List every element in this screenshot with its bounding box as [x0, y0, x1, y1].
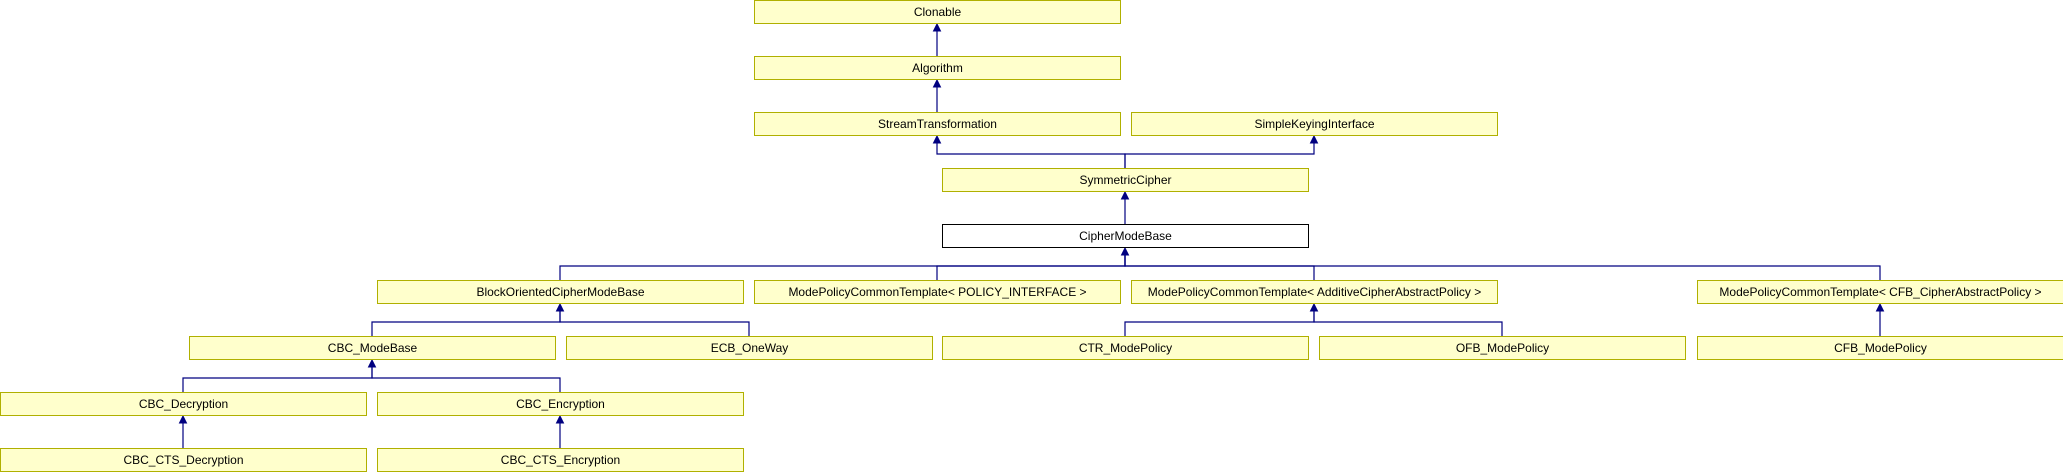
class-node-cbc-decryption[interactable]: CBC_Decryption: [0, 392, 367, 416]
class-node-label: SimpleKeyingInterface: [1254, 117, 1374, 131]
arrowhead-simple-keying-interface: [1309, 134, 1319, 144]
class-node-ctr-mode-policy[interactable]: CTR_ModePolicy: [942, 336, 1309, 360]
inheritance-edge-cbc-encryption-to-cbc-mode-base: [371, 365, 561, 392]
class-node-cbc-cts-encryption[interactable]: CBC_CTS_Encryption: [377, 448, 744, 472]
class-node-label: SymmetricCipher: [1079, 173, 1171, 187]
class-node-mode-policy-policy-interface[interactable]: ModePolicyCommonTemplate< POLICY_INTERFA…: [754, 280, 1121, 304]
inheritance-edge-cbc-mode-base-to-block-oriented-cipher-mode-base: [371, 309, 561, 336]
edges-layer: [178, 22, 1885, 448]
class-node-box: [754, 0, 1121, 24]
class-node-cbc-mode-base[interactable]: CBC_ModeBase: [189, 336, 556, 360]
class-node-label: CBC_Encryption: [516, 397, 605, 411]
class-node-label: Clonable: [914, 5, 962, 19]
class-node-box: [1697, 336, 2063, 360]
class-node-block-oriented-cipher-mode-base[interactable]: BlockOrientedCipherModeBase: [377, 280, 744, 304]
class-node-label: ModePolicyCommonTemplate< POLICY_INTERFA…: [788, 285, 1086, 299]
arrowhead-cbc-encryption: [555, 414, 565, 424]
class-node-box: [1131, 112, 1498, 136]
class-node-label: ModePolicyCommonTemplate< AdditiveCipher…: [1148, 285, 1482, 299]
class-node-simple-keying-interface[interactable]: SimpleKeyingInterface: [1131, 112, 1498, 136]
arrowhead-symmetric-cipher: [1120, 190, 1130, 200]
class-node-box: [377, 392, 744, 416]
class-node-box: [566, 336, 933, 360]
class-node-label: CTR_ModePolicy: [1079, 341, 1172, 355]
inheritance-edge-mode-policy-policy-interface-to-cipher-mode-base: [936, 253, 1126, 280]
class-node-box: [377, 280, 744, 304]
class-node-label: CBC_CTS_Decryption: [123, 453, 243, 467]
inheritance-edge-symmetric-cipher-to-stream-transformation: [936, 141, 1126, 168]
inheritance-edge-ctr-mode-policy-to-mode-policy-additive: [1124, 309, 1315, 336]
class-node-box: [942, 224, 1309, 248]
arrowhead-stream-transformation: [932, 134, 942, 144]
class-node-box: [1131, 280, 1498, 304]
inheritance-edge-mode-policy-cfb-to-cipher-mode-base: [1124, 253, 1881, 280]
inheritance-edge-cbc-decryption-to-cbc-mode-base: [182, 365, 373, 392]
class-node-box: [189, 336, 556, 360]
class-node-label: StreamTransformation: [878, 117, 997, 131]
class-node-label: Algorithm: [912, 61, 963, 75]
class-node-box: [754, 280, 1121, 304]
inheritance-edge-ecb-oneway-to-block-oriented-cipher-mode-base: [559, 309, 750, 336]
class-node-label: ECB_OneWay: [711, 341, 789, 355]
arrowhead-algorithm: [932, 78, 942, 88]
class-node-box: [754, 112, 1121, 136]
class-node-label: BlockOrientedCipherModeBase: [476, 285, 644, 299]
inheritance-edge-symmetric-cipher-to-simple-keying-interface: [1124, 141, 1315, 168]
class-node-cbc-encryption[interactable]: CBC_Encryption: [377, 392, 744, 416]
class-node-box: [0, 392, 367, 416]
class-node-label: CBC_ModeBase: [328, 341, 418, 355]
class-node-box: [942, 168, 1309, 192]
class-node-mode-policy-additive[interactable]: ModePolicyCommonTemplate< AdditiveCipher…: [1131, 280, 1498, 304]
class-node-box: [1319, 336, 1686, 360]
class-node-clonable[interactable]: Clonable: [754, 0, 1121, 24]
class-node-mode-policy-cfb[interactable]: ModePolicyCommonTemplate< CFB_CipherAbst…: [1697, 280, 2063, 304]
inheritance-edge-ofb-mode-policy-to-mode-policy-additive: [1313, 309, 1503, 336]
class-node-box: [754, 56, 1121, 80]
class-node-ofb-mode-policy[interactable]: OFB_ModePolicy: [1319, 336, 1686, 360]
arrowhead-mode-policy-cfb: [1875, 302, 1885, 312]
class-node-symmetric-cipher[interactable]: SymmetricCipher: [942, 168, 1309, 192]
class-node-ecb-oneway[interactable]: ECB_OneWay: [566, 336, 933, 360]
class-node-label: ModePolicyCommonTemplate< CFB_CipherAbst…: [1719, 285, 2041, 299]
class-node-cipher-mode-base[interactable]: CipherModeBase: [942, 224, 1309, 248]
class-node-cbc-cts-decryption[interactable]: CBC_CTS_Decryption: [0, 448, 367, 472]
class-node-algorithm[interactable]: Algorithm: [754, 56, 1121, 80]
class-node-label: OFB_ModePolicy: [1456, 341, 1549, 355]
class-node-label: CBC_CTS_Encryption: [501, 453, 620, 467]
class-node-cfb-mode-policy[interactable]: CFB_ModePolicy: [1697, 336, 2063, 360]
class-node-box: [1697, 280, 2063, 304]
class-node-label: CipherModeBase: [1079, 229, 1172, 243]
arrowhead-cbc-decryption: [178, 414, 188, 424]
class-node-label: CFB_ModePolicy: [1834, 341, 1927, 355]
arrowhead-clonable: [932, 22, 942, 32]
class-node-label: CBC_Decryption: [139, 397, 228, 411]
class-node-stream-transformation[interactable]: StreamTransformation: [754, 112, 1121, 136]
class-node-box: [942, 336, 1309, 360]
